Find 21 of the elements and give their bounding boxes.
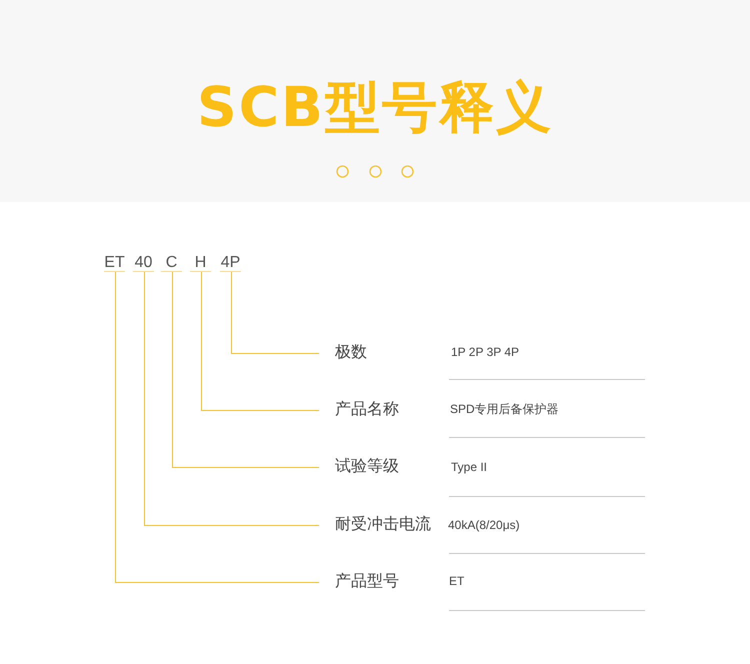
leader-line [231,272,320,354]
value-text: 1P 2P 3P 4P [451,344,520,360]
value-text: SPD专用后备保护器 [450,401,559,417]
leader-line [172,272,320,468]
code-segment: ET [104,255,125,272]
value-text: 40kA(8/20μs) [448,517,520,533]
field-name: 试验等级 [335,457,399,477]
leader-line [201,272,320,411]
field-name: 产品型号 [335,572,399,592]
code-segment: 4P [220,255,241,272]
leader-line [115,272,320,583]
code-segment: C [161,255,182,272]
value-text: ET [449,573,464,589]
field-name: 产品名称 [335,400,399,420]
title: SCB型号释义 [196,74,554,141]
code-segment: H [190,255,211,272]
field-name: 耐受冲击电流 [335,515,431,535]
leader-line [144,272,320,526]
code-segment: 40 [133,255,154,272]
value-text: Type II [451,459,488,475]
field-name: 极数 [335,343,367,363]
